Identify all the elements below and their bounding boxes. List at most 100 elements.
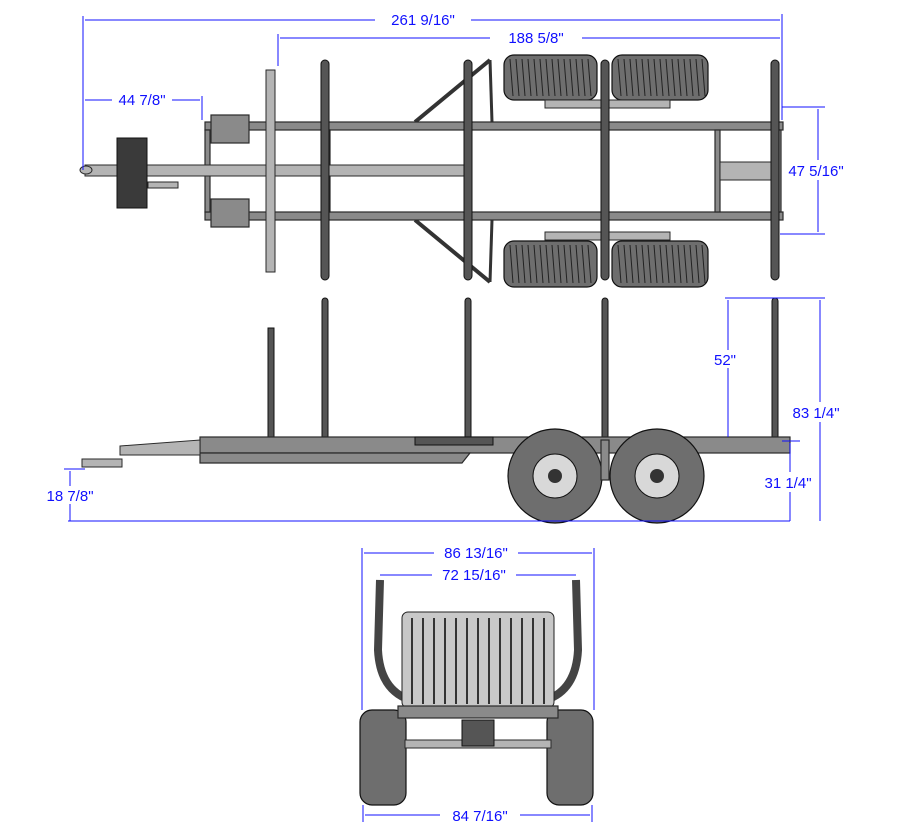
- stake: [601, 297, 609, 444]
- jack-grate: [116, 137, 148, 209]
- tread-line: [659, 58, 664, 97]
- tread-line: [623, 244, 628, 284]
- dimension-deck-height: 31 1/4": [758, 440, 818, 521]
- tread-line: [521, 58, 526, 97]
- dimension-frame-width: 47 5/16": [780, 106, 852, 235]
- dimension-inner-width: 72 15/16": [380, 565, 576, 584]
- rear-plate: [719, 161, 774, 181]
- tread-line: [575, 58, 580, 97]
- top-view: 261 9/16" 188 5/8" 44 7/8" 47 5/16": [79, 10, 852, 288]
- tread-line: [683, 58, 688, 97]
- dimension-overall-length: 261 9/16": [82, 10, 783, 170]
- dimension-overall-height: 83 1/4": [786, 297, 846, 521]
- stake: [771, 297, 779, 444]
- tread-line: [545, 244, 550, 284]
- tread-line: [695, 244, 700, 284]
- stake: [600, 59, 610, 281]
- stakes-top: [320, 59, 780, 281]
- dimension-bunk-length: 188 5/8": [277, 28, 780, 66]
- tire: [546, 709, 594, 806]
- tread-line: [641, 58, 646, 97]
- tread-line: [515, 244, 520, 284]
- side-view: 52" 83 1/4" 31 1/4" 18 7/8": [38, 297, 846, 524]
- crossmember: [714, 129, 721, 213]
- tread-line: [509, 244, 514, 284]
- tread-line: [671, 244, 676, 284]
- headboard: [265, 69, 276, 273]
- dim-hitch-height: 18 7/8": [46, 488, 93, 505]
- dim-stake-height: 52": [714, 352, 736, 369]
- dim-frame-width: 47 5/16": [788, 163, 843, 180]
- tread-line: [539, 244, 544, 284]
- tread-line: [581, 244, 586, 284]
- dim-overall-length: 261 9/16": [391, 12, 455, 29]
- tread-line: [557, 58, 562, 97]
- equalizer: [600, 439, 610, 481]
- dim-bunk-length: 188 5/8": [508, 30, 563, 47]
- tread-line: [521, 244, 526, 284]
- tread-line: [563, 58, 568, 97]
- hub: [548, 469, 562, 483]
- mount-plate: [210, 114, 250, 144]
- tread-line: [677, 244, 682, 284]
- dimension-hitch-height: 18 7/8": [38, 468, 100, 521]
- bunk-plate: [414, 436, 494, 446]
- headboard-post: [267, 327, 275, 439]
- tread-line: [647, 58, 652, 97]
- tread-line: [545, 58, 550, 97]
- tread-line: [641, 244, 646, 284]
- tread-line: [653, 244, 658, 284]
- brace: [413, 58, 492, 124]
- tread-line: [623, 58, 628, 97]
- jack-handle: [147, 181, 179, 189]
- tread-line: [689, 244, 694, 284]
- tire: [359, 709, 407, 806]
- tire: [503, 240, 598, 288]
- tread-line: [509, 58, 514, 97]
- hitch-eye: [79, 165, 93, 175]
- tread-line: [671, 58, 676, 97]
- rear-hitch: [461, 719, 495, 747]
- tread-line: [635, 244, 640, 284]
- tread-line: [563, 244, 568, 284]
- dim-tongue-length: 44 7/8": [118, 92, 165, 109]
- tread-line: [635, 58, 640, 97]
- frame-rail: [204, 211, 784, 221]
- tread-line: [551, 244, 556, 284]
- dimension-track-width: 84 7/16": [362, 805, 593, 825]
- tread-line: [533, 244, 538, 284]
- rear-frame: [397, 705, 559, 719]
- tread-line: [581, 58, 586, 97]
- stake: [464, 297, 472, 444]
- tire-treads: [509, 58, 706, 284]
- tread-line: [569, 244, 574, 284]
- tread-line: [659, 244, 664, 284]
- dimension-tongue-length: 44 7/8": [85, 90, 203, 120]
- tread-line: [677, 58, 682, 97]
- dim-track-width: 84 7/16": [452, 808, 507, 825]
- stake: [320, 59, 330, 281]
- tread-line: [665, 58, 670, 97]
- hub: [650, 469, 664, 483]
- tread-line: [551, 58, 556, 97]
- tread-line: [569, 58, 574, 97]
- tread-line: [701, 58, 706, 97]
- tread-line: [617, 58, 622, 97]
- tread-line: [557, 244, 562, 284]
- headboard-bars: [411, 618, 545, 704]
- tread-line: [527, 58, 532, 97]
- dim-overall-height: 83 1/4": [792, 405, 839, 422]
- dim-inner-width: 72 15/16": [442, 567, 506, 584]
- tread-line: [695, 58, 700, 97]
- dimension-stake-height: 52": [708, 297, 790, 437]
- side-hitch: [81, 458, 123, 468]
- tread-line: [587, 58, 592, 97]
- tread-line: [575, 244, 580, 284]
- dimension-outer-width: 86 13/16": [361, 543, 595, 710]
- brace: [413, 218, 492, 284]
- tread-line: [629, 244, 634, 284]
- brace: [488, 219, 494, 283]
- tread-line: [587, 244, 592, 284]
